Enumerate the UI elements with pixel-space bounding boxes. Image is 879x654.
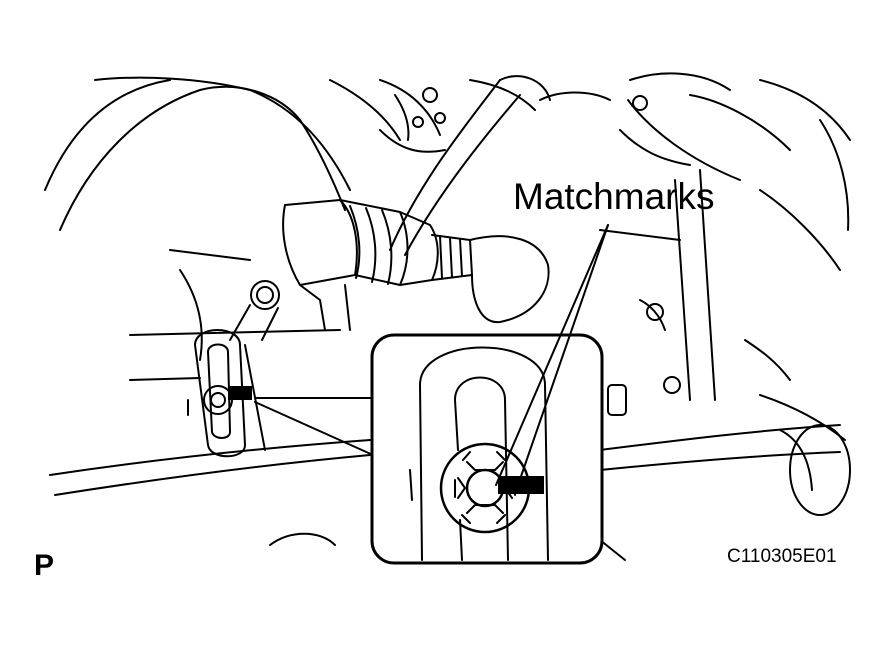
stabilizer-link-assembly bbox=[229, 75, 551, 341]
view-letter: P bbox=[34, 549, 55, 582]
detail-enlarged-view bbox=[370, 333, 604, 565]
matchmarks-leaders bbox=[495, 224, 609, 486]
detail-zoom-wedge bbox=[254, 397, 374, 456]
figure-code: C110305E01 bbox=[727, 546, 837, 567]
background-structure bbox=[44, 72, 851, 561]
bracket-assembly bbox=[187, 329, 266, 458]
matchmarks-label: Matchmarks bbox=[513, 176, 715, 217]
